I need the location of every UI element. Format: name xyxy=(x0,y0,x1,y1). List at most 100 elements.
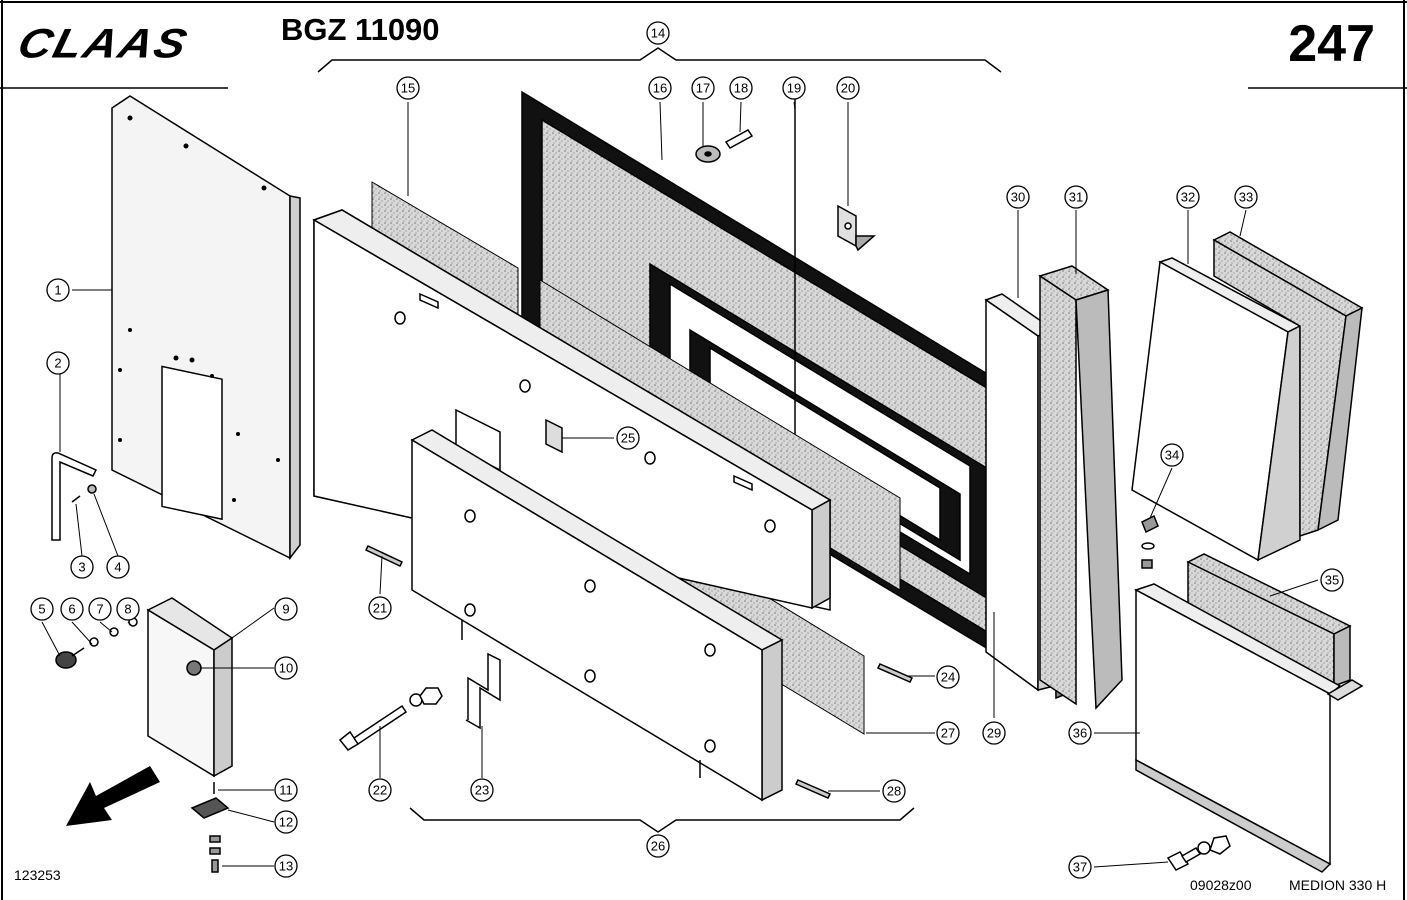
callout-label: 23 xyxy=(475,783,489,798)
callout-4: 4 xyxy=(106,555,130,579)
callout-9: 9 xyxy=(274,597,298,621)
figure-number: 123253 xyxy=(14,867,61,883)
callout-label: 36 xyxy=(1073,726,1087,741)
part-28-strip xyxy=(794,779,832,799)
callout-12: 12 xyxy=(274,810,298,834)
callout-label: 14 xyxy=(651,26,665,41)
callout-label: 24 xyxy=(941,670,955,685)
part-35-foam-pad xyxy=(1186,553,1352,688)
part-31-foam-block xyxy=(1038,265,1123,710)
part-33-foam-pad xyxy=(1212,231,1364,538)
brand-logo: CLAAS xyxy=(13,19,194,67)
callout-label: 21 xyxy=(373,601,387,616)
part-12-clip xyxy=(190,797,230,819)
callout-label: 20 xyxy=(841,81,855,96)
callout-label: 16 xyxy=(653,81,667,96)
part-22-bolt xyxy=(338,687,443,751)
callout-25: 25 xyxy=(616,426,640,450)
callout-label: 17 xyxy=(696,81,710,96)
callout-label: 1 xyxy=(54,283,61,298)
callout-31: 31 xyxy=(1064,185,1088,209)
callout-label: 37 xyxy=(1073,860,1087,875)
callout-label: 32 xyxy=(1181,190,1195,205)
leader-lines xyxy=(41,101,1319,868)
callout-18: 18 xyxy=(729,76,753,100)
callout-label: 7 xyxy=(96,602,103,617)
group-bracket-26 xyxy=(409,807,915,833)
callout-29: 29 xyxy=(982,721,1006,745)
callout-label: 28 xyxy=(887,784,901,799)
part-20-bracket xyxy=(837,204,876,252)
group-bracket-14 xyxy=(317,47,1002,73)
callout-label: 3 xyxy=(78,560,85,575)
part-23-bracket xyxy=(465,652,501,730)
part-21-strip xyxy=(364,545,404,567)
callout-label: 35 xyxy=(1325,573,1339,588)
part-18-pin xyxy=(724,129,754,149)
part-36-lower-panel xyxy=(1134,583,1364,873)
part-5-knob xyxy=(55,647,85,669)
callout-2: 2 xyxy=(46,351,70,375)
callout-11: 11 xyxy=(274,778,298,802)
callout-label: 31 xyxy=(1069,190,1083,205)
callout-5: 5 xyxy=(30,597,54,621)
direction-arrow-icon xyxy=(66,766,160,826)
callout-label: 33 xyxy=(1239,190,1253,205)
callout-35: 35 xyxy=(1320,568,1344,592)
callout-label: 18 xyxy=(734,81,748,96)
part-2-hex-key xyxy=(51,452,98,541)
callout-13: 13 xyxy=(274,854,298,878)
callout-1: 1 xyxy=(46,278,70,302)
part-17-washer xyxy=(695,145,721,163)
callout-34: 34 xyxy=(1160,443,1184,467)
callout-3: 3 xyxy=(70,555,94,579)
part-26-front-panel xyxy=(410,408,784,802)
callout-33: 33 xyxy=(1234,185,1258,209)
callout-label: 12 xyxy=(279,815,293,830)
callout-27: 27 xyxy=(936,721,960,745)
assembly-code: BGZ 11090 xyxy=(281,12,440,47)
callout-label: 9 xyxy=(282,602,289,617)
callout-6: 6 xyxy=(60,597,84,621)
drawing-number: 09028z00 xyxy=(1190,877,1252,893)
part-13-bolt xyxy=(209,835,221,873)
callout-16: 16 xyxy=(648,76,672,100)
callout-label: 19 xyxy=(787,81,801,96)
callout-7: 7 xyxy=(88,597,112,621)
callout-label: 11 xyxy=(279,783,293,798)
part-3-pin xyxy=(71,495,81,503)
page-number: 247 xyxy=(1288,15,1375,73)
callout-21: 21 xyxy=(368,596,392,620)
part-10-grommet xyxy=(186,660,202,676)
callout-22: 22 xyxy=(368,778,392,802)
callout-8: 8 xyxy=(116,597,140,621)
part-34-fastener xyxy=(1141,514,1159,569)
callout-label: 10 xyxy=(279,661,293,676)
callout-24: 24 xyxy=(936,665,960,689)
callout-17: 17 xyxy=(691,76,715,100)
callout-30: 30 xyxy=(1006,185,1030,209)
callout-label: 8 xyxy=(124,602,131,617)
parts-6-8-washers xyxy=(89,617,138,647)
callout-label: 27 xyxy=(941,726,955,741)
callout-label: 6 xyxy=(68,602,75,617)
callout-label: 26 xyxy=(651,839,665,854)
callout-37: 37 xyxy=(1068,855,1092,879)
callout-label: 15 xyxy=(401,81,415,96)
part-24-strip xyxy=(876,663,914,683)
callout-label: 13 xyxy=(279,859,293,874)
callout-label: 30 xyxy=(1011,190,1025,205)
callout-label: 25 xyxy=(621,431,635,446)
callout-23: 23 xyxy=(470,778,494,802)
callout-36: 36 xyxy=(1068,721,1092,745)
callout-19: 19 xyxy=(782,76,806,100)
callout-label: 2 xyxy=(54,356,61,371)
part-1-side-panel xyxy=(111,95,301,561)
model-name: MEDION 330 H xyxy=(1289,877,1387,893)
part-37-bolt xyxy=(1166,835,1231,871)
callout-14: 14 xyxy=(646,21,670,45)
